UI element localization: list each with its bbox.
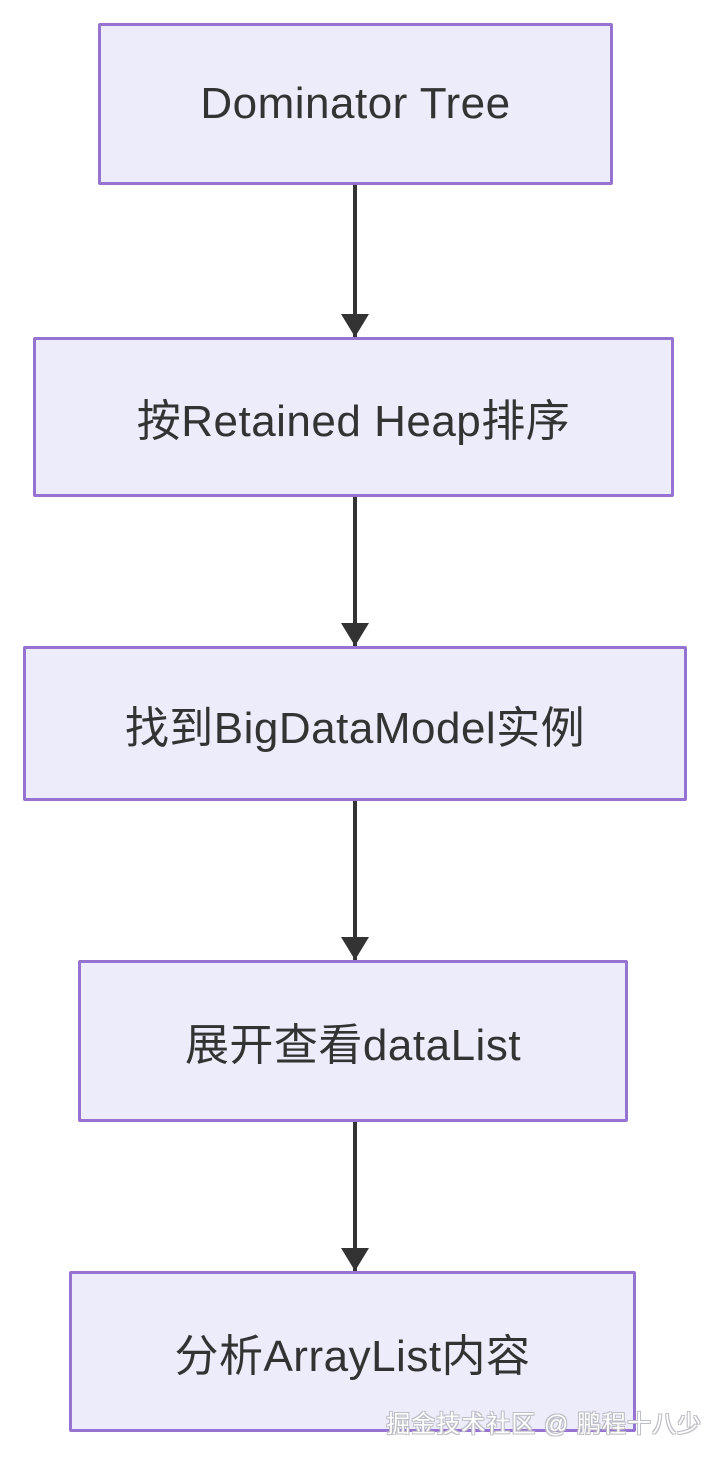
watermark-text: 掘金技术社区 @ 鹏程十八少 <box>386 1411 702 1438</box>
flow-node-find-bigdatamodel-instance: 找到BigDataModel实例 <box>23 646 687 801</box>
flow-node-analyze-arraylist: 分析ArrayList内容 <box>69 1271 636 1432</box>
arrow-down-icon <box>353 497 357 646</box>
flow-node-sort-by-retained-heap: 按Retained Heap排序 <box>33 337 674 497</box>
flow-node-dominator-tree: Dominator Tree <box>98 23 613 185</box>
arrow-down-icon <box>353 185 357 337</box>
arrow-down-icon <box>353 1122 357 1271</box>
arrow-down-icon <box>353 801 357 960</box>
flow-node-expand-datalist: 展开查看dataList <box>78 960 628 1122</box>
